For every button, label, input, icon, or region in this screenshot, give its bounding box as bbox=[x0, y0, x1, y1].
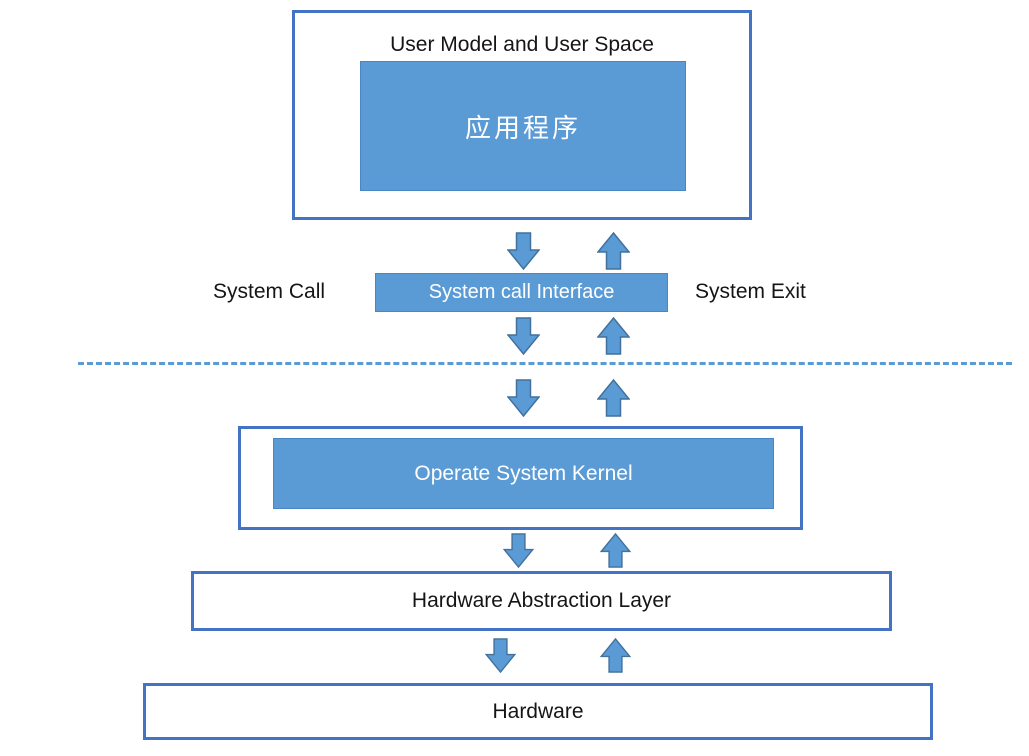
system-call-label: System Call bbox=[213, 280, 326, 303]
up-arrow-icon bbox=[599, 638, 632, 673]
hal-label: Hardware Abstraction Layer bbox=[411, 589, 672, 612]
down-arrow-icon bbox=[507, 317, 540, 355]
application-label: 应用程序 bbox=[464, 112, 581, 143]
down-arrow-icon bbox=[507, 232, 540, 270]
kernel-inner-box: Operate System Kernel bbox=[273, 438, 774, 509]
up-arrow-icon bbox=[599, 533, 632, 568]
system-call-interface-label: System call Interface bbox=[428, 281, 615, 303]
user-kernel-divider-line bbox=[78, 362, 1012, 365]
hardware-box: Hardware bbox=[143, 683, 933, 740]
kernel-box: Operate System Kernel bbox=[238, 426, 803, 530]
system-call-interface-box: System call Interface bbox=[375, 273, 668, 312]
down-arrow-icon bbox=[484, 638, 517, 673]
hal-box: Hardware Abstraction Layer bbox=[191, 571, 892, 631]
down-arrow-icon bbox=[502, 533, 535, 568]
up-arrow-icon bbox=[597, 379, 630, 417]
up-arrow-icon bbox=[597, 317, 630, 355]
kernel-label: Operate System Kernel bbox=[414, 461, 633, 485]
user-space-box: User Model and User Space 应用程序 bbox=[292, 10, 752, 220]
down-arrow-icon bbox=[507, 379, 540, 417]
user-space-title: User Model and User Space bbox=[390, 33, 654, 56]
application-box: 应用程序 bbox=[360, 61, 686, 191]
system-exit-label: System Exit bbox=[695, 280, 806, 303]
up-arrow-icon bbox=[597, 232, 630, 270]
hardware-label: Hardware bbox=[492, 699, 584, 723]
